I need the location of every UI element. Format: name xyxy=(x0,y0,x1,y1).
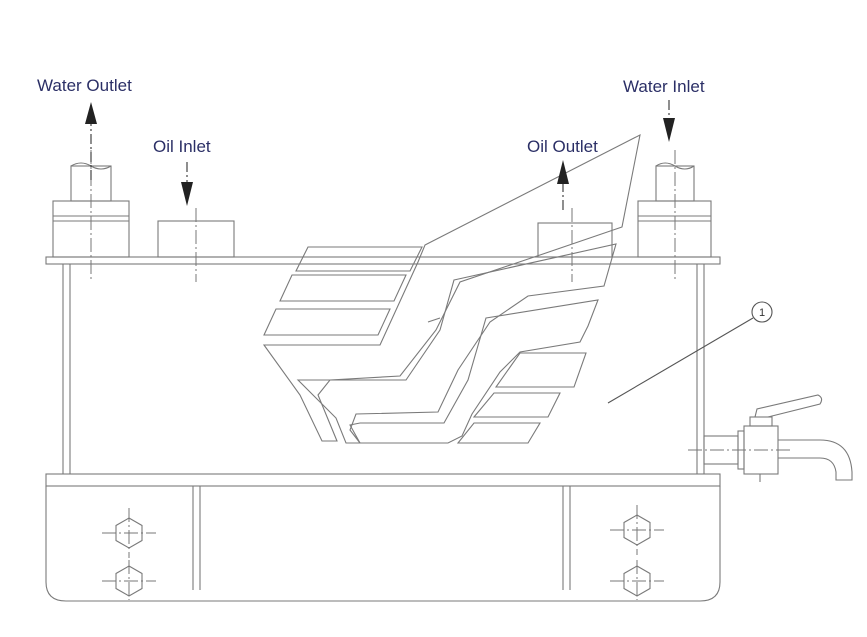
callout-1 xyxy=(607,301,773,404)
water-outlet-label: Water Outlet xyxy=(37,76,132,95)
oil-outlet-label: Oil Outlet xyxy=(527,137,598,156)
oil-inlet-arrow xyxy=(181,162,193,206)
top-plate xyxy=(45,256,721,265)
water-inlet-label: Water Inlet xyxy=(623,77,705,96)
hex-bolt-left-lower xyxy=(102,560,156,600)
oil-inlet-label: Oil Inlet xyxy=(153,137,211,156)
oil-outlet-boss xyxy=(537,208,613,282)
water-outlet-arrow xyxy=(85,102,97,180)
oil-outlet-arrow xyxy=(557,160,569,210)
drain-valve xyxy=(688,394,853,482)
hex-bolt-right-lower xyxy=(610,560,664,600)
manufacturer-logo xyxy=(262,133,641,444)
callout-1-number: 1 xyxy=(759,307,765,319)
water-inlet-flange xyxy=(637,150,712,282)
oil-inlet-boss xyxy=(157,208,235,282)
hex-bolt-left-upper xyxy=(102,508,156,558)
water-inlet-arrow xyxy=(663,100,675,142)
hex-bolt-right-upper xyxy=(610,505,664,555)
base-tank xyxy=(45,473,721,602)
water-outlet-flange xyxy=(52,150,130,282)
